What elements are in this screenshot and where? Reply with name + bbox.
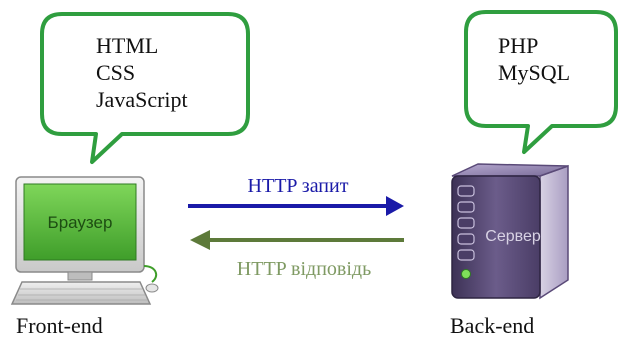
mouse xyxy=(145,283,159,293)
backend-tech-mysql: MySQL xyxy=(498,60,570,85)
monitor-screen xyxy=(23,183,137,261)
frontend-caption: Front-end xyxy=(16,313,103,338)
backend-tech-php: PHP xyxy=(498,33,538,58)
http-response-label: HTTP відповідь xyxy=(237,258,371,280)
frontend-tech-bubble: HTML CSS JavaScript xyxy=(40,12,250,164)
keyboard-keys xyxy=(16,288,147,301)
frontend-tech-html: HTML xyxy=(96,33,158,58)
bubble-outline xyxy=(464,10,618,154)
http-response-arrow: HTTP відповідь xyxy=(190,230,404,280)
server-tower-icon: Сервер xyxy=(451,163,569,300)
keyboard xyxy=(10,281,152,305)
http-request-arrow: HTTP запит xyxy=(188,175,404,216)
server-power-led xyxy=(461,269,471,279)
backend-tech-bubble: PHP MySQL xyxy=(464,10,618,154)
monitor-stand xyxy=(67,271,93,281)
backend-caption: Back-end xyxy=(450,313,534,338)
browser-label: Браузер xyxy=(48,213,113,232)
server-label: Сервер xyxy=(485,228,541,245)
server-side-panel xyxy=(539,164,569,300)
server-drive-bays xyxy=(457,185,475,261)
arrow-left-icon xyxy=(190,230,210,250)
frontend-tech-css: CSS xyxy=(96,60,135,85)
arrow-right-icon xyxy=(386,196,404,216)
bubble-outline xyxy=(40,12,250,164)
desktop-computer-icon: Браузер xyxy=(10,176,159,305)
http-request-label: HTTP запит xyxy=(248,175,349,197)
mouse-cable xyxy=(143,265,158,283)
frontend-tech-javascript: JavaScript xyxy=(96,87,188,112)
